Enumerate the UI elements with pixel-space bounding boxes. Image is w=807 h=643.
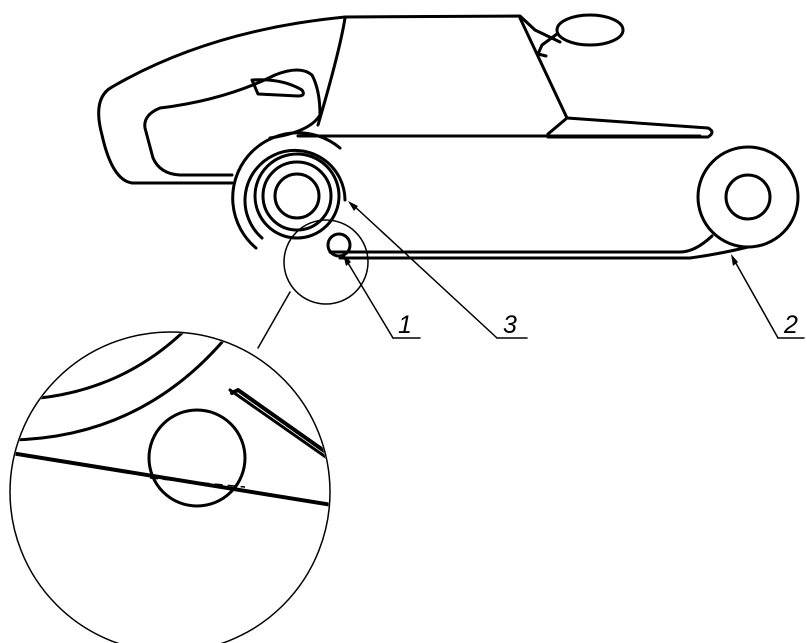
sanding-belt [328,234,750,260]
front-drum-hub [724,173,772,221]
front-drum [696,145,800,249]
detail-guide-roller [147,408,247,508]
callout-label-1: 1 [398,311,412,339]
knob-neck [536,32,559,58]
frame-top-rail [296,116,714,139]
magnified-detail [9,331,331,643]
leader-lines [343,201,805,339]
drum-inner-ring [261,160,333,232]
drum-hub [273,172,321,220]
detail-belt-lower [11,450,329,507]
leader-2-arrow [731,254,738,266]
handle-outer-outline [97,14,562,185]
leader-3-arrow [348,201,358,211]
callout-label-3: 3 [503,311,517,339]
leader-3 [351,203,498,339]
detail-view-border [9,331,331,643]
front-drum-outer [696,145,800,249]
rear-drum [231,131,347,250]
guide-roller [326,232,352,258]
detail-hidden-line [149,477,246,488]
detail-marker-circle [283,219,369,305]
belt-outer-run [338,245,750,260]
belt-wrap-outer [231,131,342,250]
detail-drum-arc-inner [11,333,242,442]
leader-1 [344,257,394,339]
detail-belt-upper-edge [230,388,329,457]
motor-block [316,16,347,127]
trigger [250,78,305,98]
front-knob [555,13,625,47]
detail-connector [257,291,291,349]
belt-wrap-middle [243,148,347,240]
leader-1-arrow [343,254,351,266]
drum-outer-ring [253,152,341,240]
belt-lower-run [328,234,714,254]
detail-belt-upper [228,388,329,462]
callout-label-2: 2 [783,311,798,339]
tool-housing [97,13,714,185]
leader-2 [732,257,779,339]
